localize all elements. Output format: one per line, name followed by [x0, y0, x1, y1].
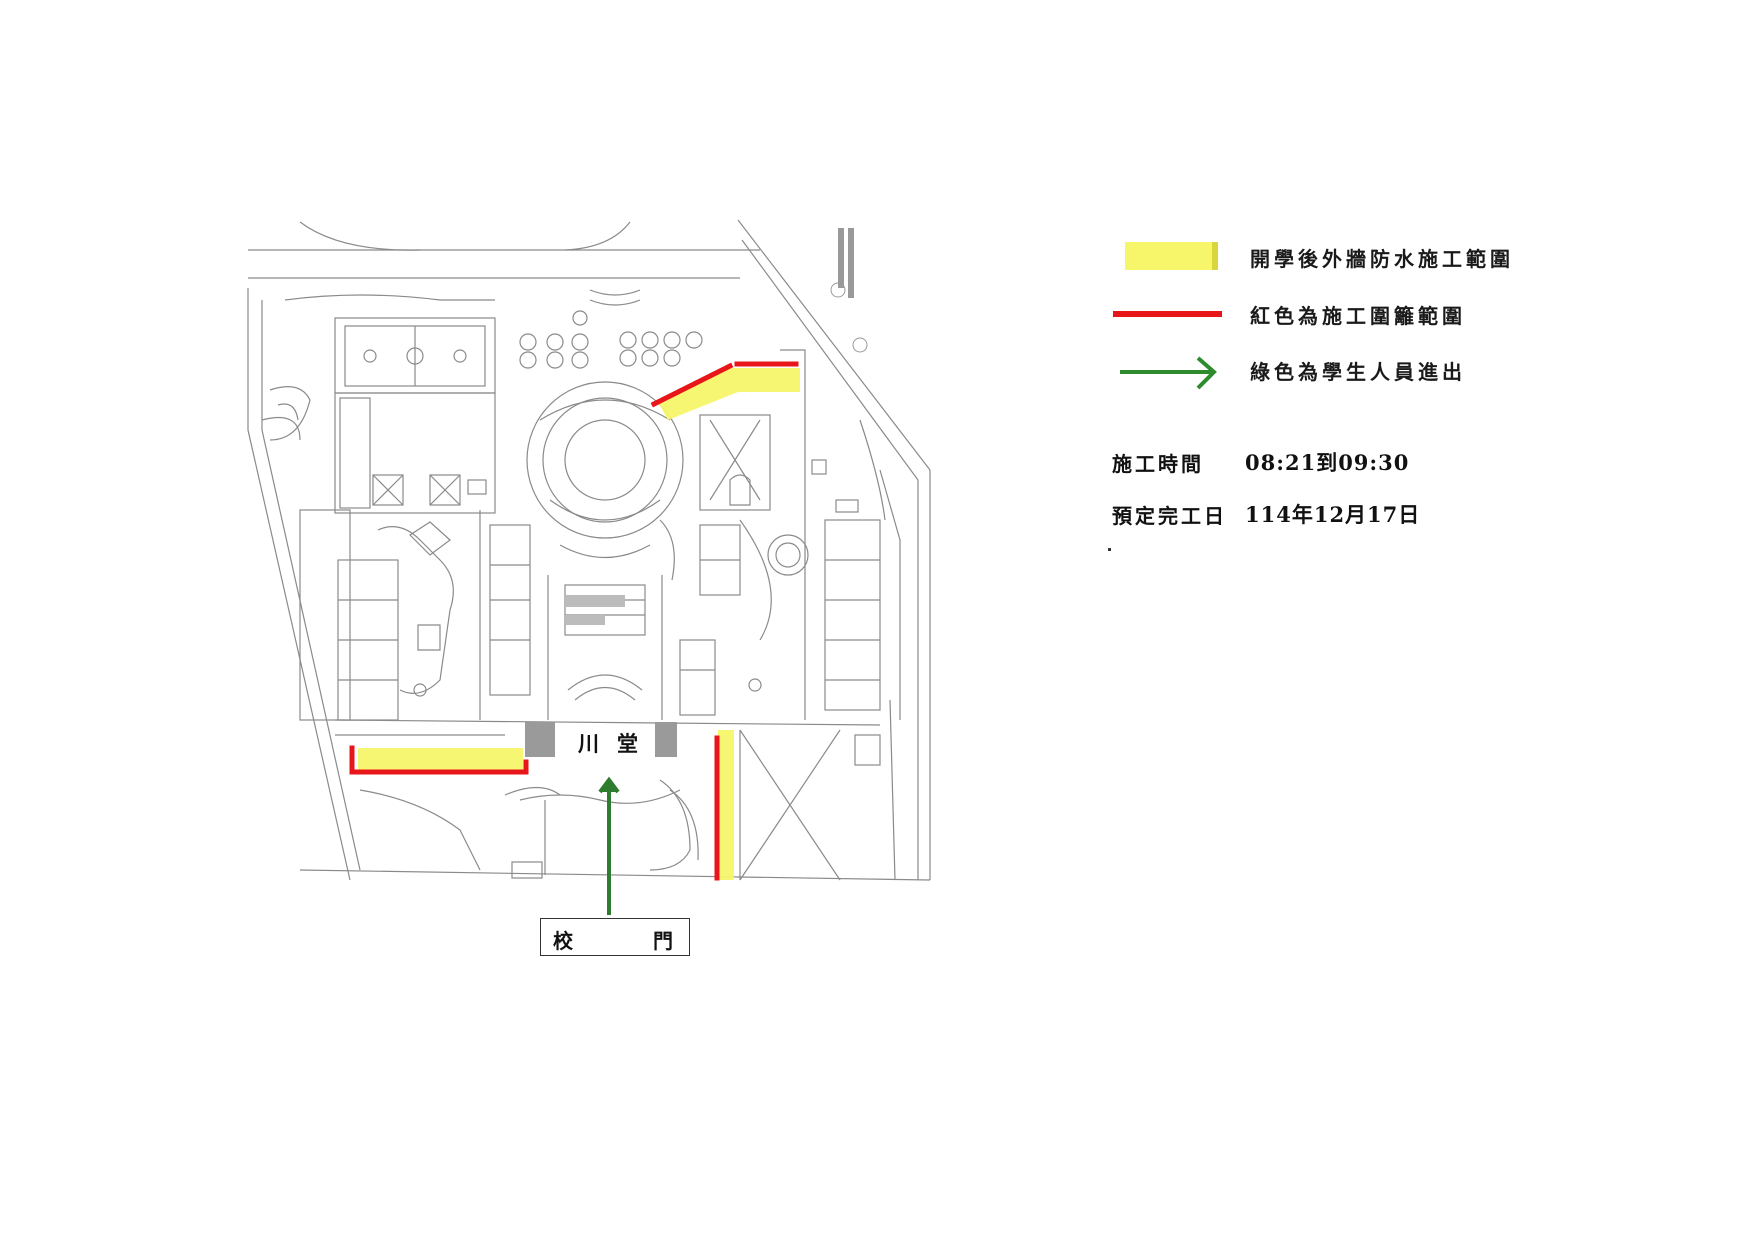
red-fence-north	[650, 362, 734, 408]
fence-lines	[349, 361, 799, 881]
completion-date-label: 預定完工日	[1112, 504, 1227, 528]
legend-yellow-swatch-edge	[1212, 242, 1218, 270]
plan-linework	[247, 219, 931, 881]
school-gate-label-box: 校 門	[540, 918, 690, 956]
legend-green-label: 綠色為學生人員進出	[1250, 360, 1466, 384]
waterproofing-zones	[358, 368, 800, 880]
yellow-zone-north	[658, 368, 800, 420]
hall-hatch-left	[525, 722, 555, 757]
yellow-zone-east	[718, 730, 734, 880]
gate-label-char-2: 門	[653, 929, 673, 953]
stair-hatch	[565, 595, 625, 607]
legend-red-label: 紅色為施工圍籬範圍	[1250, 304, 1466, 328]
construction-time-label: 施工時間	[1112, 452, 1204, 476]
legend-yellow-swatch	[1125, 242, 1217, 270]
gate-label-char-1: 校	[553, 929, 573, 953]
construction-time-value: 08:21到09:30	[1245, 450, 1410, 475]
hall-hatch-right	[655, 722, 677, 757]
legend-yellow-label: 開學後外牆防水施工範圍	[1250, 247, 1514, 271]
completion-date-value: 114年12月17日	[1245, 502, 1421, 527]
hall-label-char-1: 川	[578, 731, 617, 756]
legend-green-arrow-icon	[1120, 356, 1217, 390]
student-entry-arrow	[598, 776, 620, 915]
stray-dot	[1108, 548, 1111, 551]
yellow-zone-west	[358, 748, 523, 770]
hall-label: 川堂	[578, 728, 656, 758]
stair-hatch-2	[565, 615, 605, 625]
hall-label-char-2: 堂	[617, 731, 656, 756]
red-fence-west	[349, 745, 529, 775]
